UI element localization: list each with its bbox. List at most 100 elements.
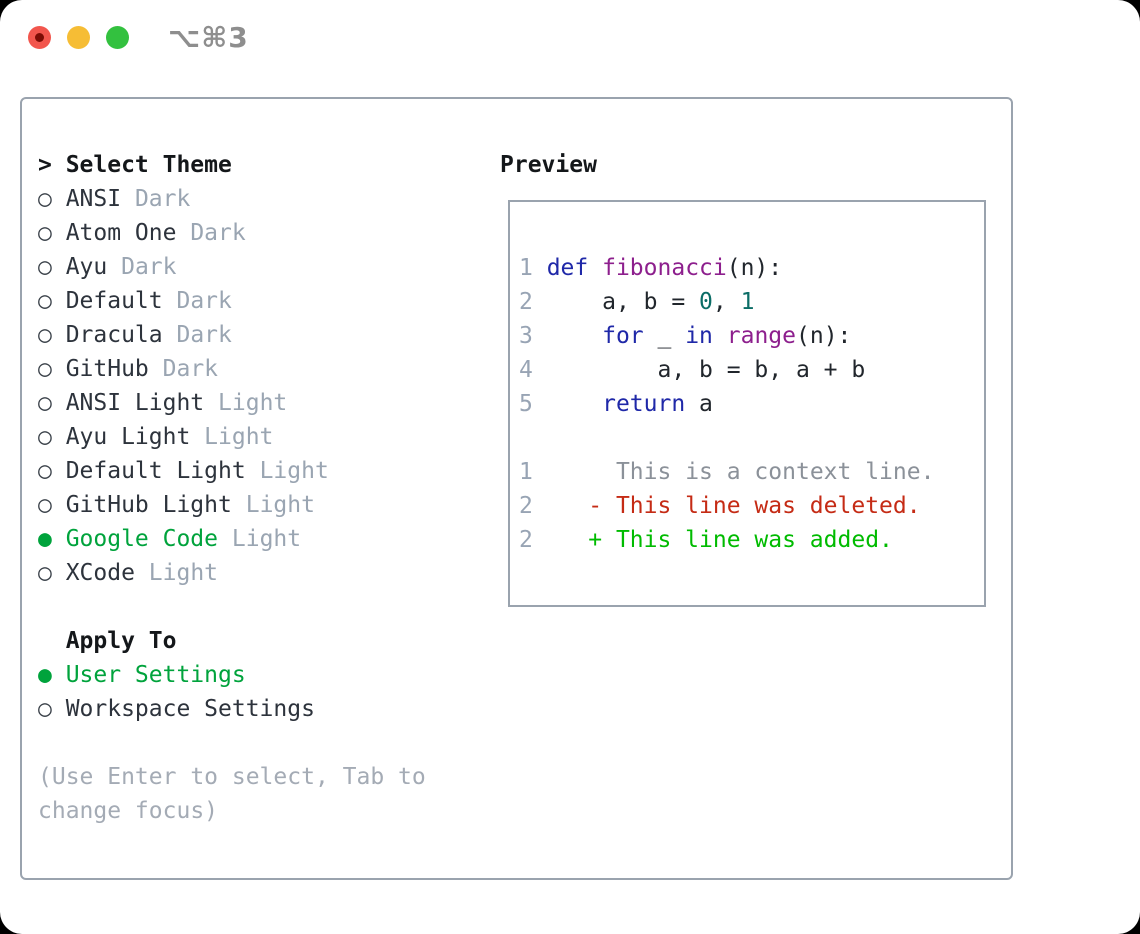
radio-selected-icon: ●: [38, 662, 52, 688]
radio-icon: ○: [38, 696, 52, 722]
theme-item-dracula-dark[interactable]: ○ Dracula Dark: [38, 318, 468, 352]
theme-variant: [190, 424, 204, 450]
apply-to-header: Apply To: [65, 628, 177, 654]
select-theme-header: > Select Theme: [38, 148, 468, 182]
number-token: 0: [699, 289, 713, 315]
apply-item-user-settings[interactable]: ● User Settings: [38, 658, 468, 692]
theme-name: Ayu Light: [65, 424, 191, 450]
help-text: (Use Enter to select, Tab to change focu…: [38, 764, 426, 824]
theme-item-default-light[interactable]: ○Default Light Light: [38, 454, 468, 488]
theme-name: ANSI Light: [65, 390, 205, 416]
theme-name: Ayu: [65, 254, 108, 280]
apply-item-workspace-settings[interactable]: ○ Workspace Settings: [38, 692, 468, 726]
window-title: ⌥⌘3: [168, 21, 249, 54]
theme-name: Atom One: [65, 220, 177, 246]
theme-name: GitHub: [65, 356, 149, 382]
code-line: 3 for _ in range(n):: [519, 319, 984, 353]
apply-target-label: User Settings: [65, 662, 246, 688]
theme-variant-label: Light: [231, 526, 302, 552]
diff-context-line: 1 This is a context line.: [519, 455, 984, 489]
theme-variant: [176, 220, 190, 246]
zoom-button[interactable]: [106, 26, 129, 49]
theme-variant-label: Dark: [190, 220, 246, 246]
radio-icon: ○: [38, 322, 52, 348]
theme-name: Dracula: [65, 322, 163, 348]
preview-pane: 1 def fibonacci(n): 2 a, b = 0, 1 3 for …: [508, 200, 986, 607]
radio-icon: ○: [38, 186, 52, 212]
theme-variant-label: Dark: [121, 254, 177, 280]
keyword-token: return: [602, 391, 686, 417]
theme-item-github-dark[interactable]: ○ GitHub Dark: [38, 352, 468, 386]
close-button[interactable]: [28, 26, 51, 49]
line-number: 5: [519, 391, 533, 417]
blank-line: [519, 421, 984, 455]
line-number: 2: [519, 289, 533, 315]
minimize-button[interactable]: [67, 26, 90, 49]
keyword-token: def: [532, 255, 603, 281]
radio-icon: ○: [38, 492, 52, 518]
diff-added-text: + This line was added.: [588, 527, 893, 553]
function-token: fibonacci: [602, 255, 727, 281]
plain-token: (n):: [796, 323, 852, 349]
titlebar: ⌥⌘3: [0, 0, 1140, 70]
theme-variant: [204, 390, 218, 416]
preview-title: Preview: [500, 152, 597, 178]
theme-name: GitHub Light: [65, 492, 232, 518]
select-theme-title: Select Theme: [65, 152, 232, 178]
cursor-icon: >: [38, 152, 52, 178]
diff-added-line: 2 + This line was added.: [519, 523, 984, 557]
radio-icon: ○: [38, 220, 52, 246]
keyword-token: for: [602, 323, 644, 349]
radio-icon: ○: [38, 424, 52, 450]
line-number: 1: [519, 459, 533, 485]
radio-icon: ○: [38, 288, 52, 314]
theme-item-ayu-light[interactable]: ○ Ayu Light Light: [38, 420, 468, 454]
line-number: 3: [519, 323, 533, 349]
plain-token: a, b = b, a + b: [532, 357, 866, 383]
diff-context-text: This is a context line.: [615, 459, 935, 485]
theme-item-atom-one-dark[interactable]: ○ Atom One Dark: [38, 216, 468, 250]
keyword-token: in: [685, 323, 713, 349]
code-line: 2 a, b = 0, 1: [519, 285, 984, 319]
theme-variant-label: Light: [245, 492, 315, 518]
theme-variant: [246, 458, 260, 484]
theme-variant-label: Light: [259, 458, 329, 484]
theme-variant: [135, 560, 149, 586]
diff-indent: [533, 459, 616, 485]
theme-variant-label: Light: [204, 424, 274, 450]
theme-item-ansi-dark[interactable]: ○ANSI Dark: [38, 182, 468, 216]
number-token: 1: [740, 289, 755, 315]
radio-icon: ○: [38, 356, 52, 382]
theme-item-google-code-light[interactable]: ● Google Code Light: [38, 522, 468, 556]
plain-token: [533, 323, 602, 349]
theme-variant: [218, 526, 232, 552]
theme-item-github-light[interactable]: ○ GitHub Light Light: [38, 488, 468, 522]
theme-variant-label: Dark: [134, 186, 191, 212]
theme-variant-label: Light: [218, 390, 288, 416]
theme-item-default-dark[interactable]: ○Default Dark: [38, 284, 468, 318]
line-number: 4: [519, 357, 533, 383]
radio-selected-icon: ●: [38, 526, 52, 552]
diff-deleted-text: - This line was deleted.: [588, 493, 921, 519]
theme-item-ansi-light[interactable]: ○ ANSI Light Light: [38, 386, 468, 420]
radio-icon: ○: [38, 458, 52, 484]
theme-variant: [232, 492, 246, 518]
theme-name: XCode: [65, 560, 135, 586]
line-number: 2: [519, 493, 533, 519]
theme-variant-label: Dark: [176, 322, 232, 348]
radio-icon: ○: [38, 254, 52, 280]
plain-token: a, b =: [532, 289, 700, 315]
theme-name: Google Code: [65, 526, 219, 552]
plain-token: _: [643, 323, 686, 349]
radio-icon: ○: [38, 390, 52, 416]
theme-item-xcode-light[interactable]: ○XCode Light: [38, 556, 468, 590]
code-line: 5 return a: [519, 387, 984, 421]
theme-variant-label: Dark: [162, 356, 219, 382]
code-line: 1 def fibonacci(n):: [519, 251, 984, 285]
theme-variant: [121, 186, 135, 212]
apply-target-label: Workspace Settings: [65, 696, 315, 722]
theme-list: >Select Theme ○ANSI Dark ○Atom One Dark …: [38, 148, 468, 828]
plain-token: ,: [712, 289, 741, 315]
theme-variant: [107, 254, 121, 280]
theme-item-ayu-dark[interactable]: ○ Ayu Dark: [38, 250, 468, 284]
